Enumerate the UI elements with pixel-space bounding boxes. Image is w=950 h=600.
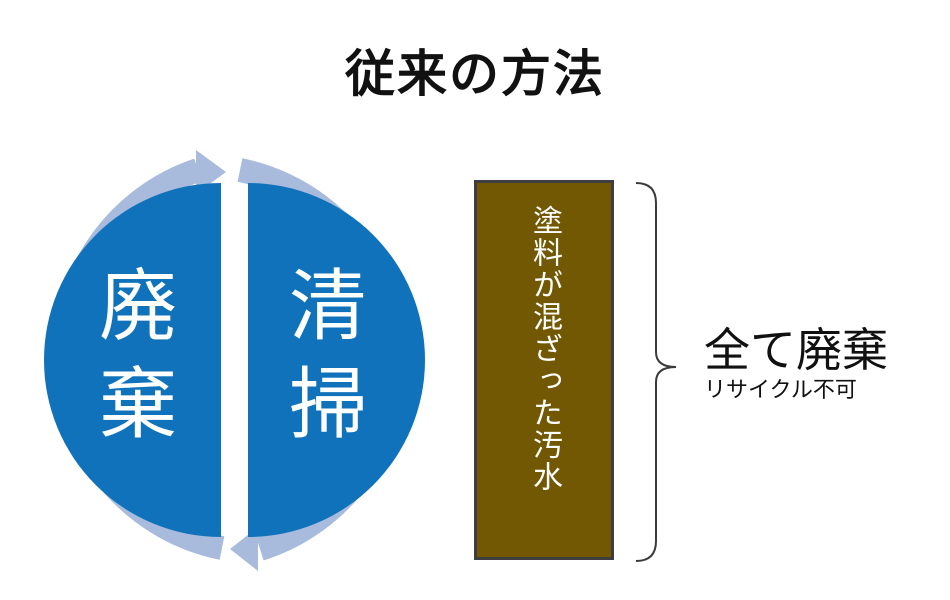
top-arrowhead-icon xyxy=(196,150,226,194)
cleaning-half xyxy=(248,183,425,537)
page-title: 従来の方法 xyxy=(345,45,605,103)
waste-char-1: 廃 xyxy=(98,262,177,352)
waste-half xyxy=(44,183,221,537)
waste-char-2: 棄 xyxy=(98,360,177,450)
result-sub-text: リサイクル不可 xyxy=(704,378,857,403)
cleaning-char-1: 清 xyxy=(288,262,367,352)
dirty-water-box: 塗料が混ざった汚水 xyxy=(474,180,614,560)
curly-brace-icon xyxy=(635,182,677,562)
result-main-text: 全て廃棄 xyxy=(704,323,888,377)
cleaning-char-2: 掃 xyxy=(288,360,367,450)
bottom-arrowhead-icon xyxy=(230,527,258,571)
dirty-water-label: 塗料が混ざった汚水 xyxy=(527,205,562,493)
